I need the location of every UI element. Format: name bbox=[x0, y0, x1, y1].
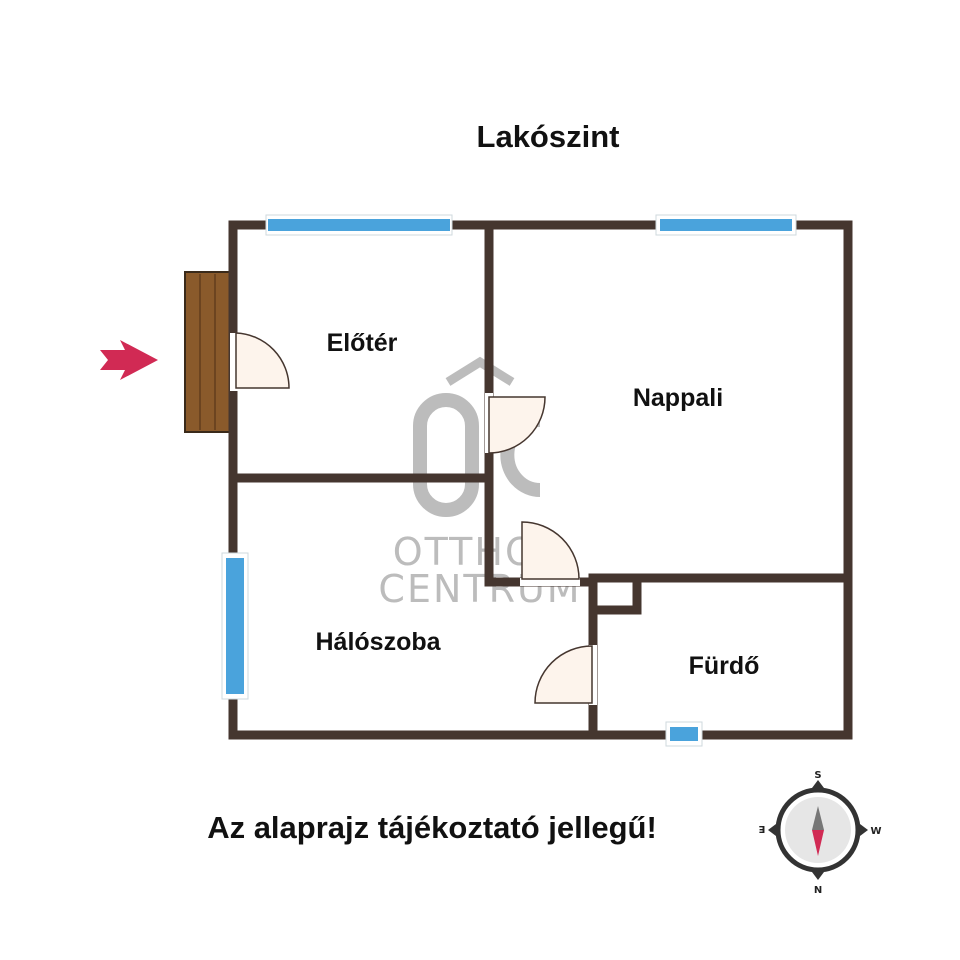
window-living bbox=[660, 219, 792, 231]
window-bath bbox=[670, 727, 698, 741]
floor-title: Lakószint bbox=[477, 119, 620, 154]
window-bedroom bbox=[226, 558, 244, 694]
watermark-hat-icon bbox=[445, 356, 515, 386]
room-label-living: Nappali bbox=[633, 384, 723, 412]
doormat bbox=[184, 271, 232, 433]
svg-text:N: N bbox=[814, 885, 822, 896]
door-bath-corridor bbox=[521, 521, 580, 580]
svg-text:S: S bbox=[814, 770, 821, 781]
doors bbox=[230, 332, 597, 705]
room-label-entry: Előtér bbox=[327, 329, 398, 357]
compass-needle-south bbox=[812, 806, 824, 830]
disclaimer-text: Az alaprajz tájékoztató jellegű! bbox=[207, 810, 657, 845]
door-entrance bbox=[235, 332, 290, 389]
svg-text:E: E bbox=[758, 823, 765, 834]
window-entry bbox=[268, 219, 450, 231]
door-living bbox=[488, 396, 546, 454]
room-label-bedroom: Hálószoba bbox=[315, 628, 441, 656]
compass-icon: S N E W bbox=[758, 770, 881, 896]
svg-text:W: W bbox=[870, 826, 881, 837]
room-label-bathroom: Fürdő bbox=[689, 652, 760, 680]
watermark-o-icon bbox=[413, 393, 479, 517]
door-bedroom bbox=[534, 645, 593, 704]
walls bbox=[228, 220, 853, 740]
compass-needle-north bbox=[812, 830, 824, 856]
entry-arrow-icon bbox=[100, 340, 158, 380]
windows bbox=[221, 214, 797, 747]
